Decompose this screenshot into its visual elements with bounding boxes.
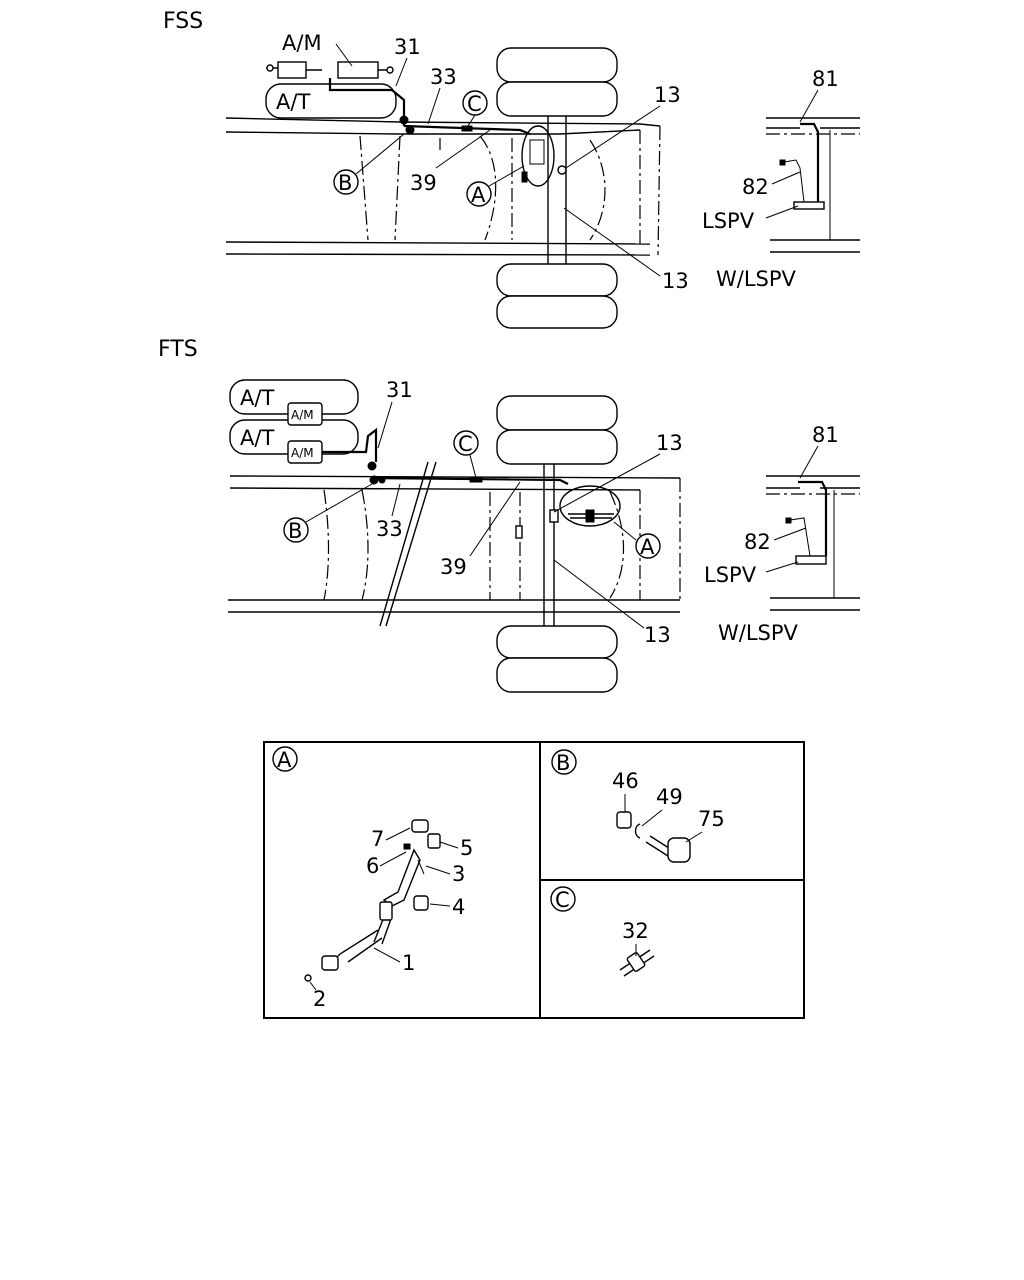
- fts-am-label-1: A/M: [291, 408, 314, 422]
- detail-a-part-4: 4: [452, 895, 465, 919]
- detail-c: C 32: [550, 886, 655, 977]
- detail-b-ref: B: [556, 751, 570, 775]
- fss-callout-33: 33: [430, 65, 457, 89]
- fss-tank-label: A/T: [276, 90, 310, 114]
- fts-detail-a-area: [515, 485, 621, 539]
- fss-tank: A/T A/M: [265, 31, 397, 119]
- fts-lspv-inset: 81 82 LSPV W/LSPV: [704, 423, 860, 645]
- fss-title: FSS: [163, 9, 203, 34]
- fss-callout-39: 39: [410, 171, 437, 195]
- fss-callout-31: 31: [394, 35, 421, 59]
- fts-wheels: [496, 395, 618, 693]
- fss-ref-a: A: [471, 183, 486, 207]
- fts-inset-lspv: LSPV: [704, 563, 757, 587]
- detail-a-part-1: 1: [402, 951, 415, 975]
- detail-panels: A 7 6 5 3 4 1 2: [263, 741, 805, 1019]
- fts-callout-13-bottom: 13: [644, 623, 671, 647]
- fts-ref-c: C: [458, 432, 473, 456]
- fts-callout-31: 31: [386, 378, 413, 402]
- fss-ref-b: B: [338, 171, 352, 195]
- detail-c-ref: C: [555, 888, 570, 912]
- detail-a-part-5: 5: [460, 836, 473, 860]
- fts-tank-label-2: A/T: [240, 426, 274, 450]
- fts-inset-82: 82: [744, 530, 771, 554]
- detail-a-part-2: 2: [313, 987, 326, 1011]
- fts-ref-a: A: [640, 535, 655, 559]
- fts-callout-13-top: 13: [656, 431, 683, 455]
- fss-callouts: 31 33 39 13 13 C B A: [333, 35, 689, 293]
- detail-a-ref: A: [277, 748, 292, 772]
- fts-section: FTS A/T A/T A/M: [158, 337, 860, 693]
- fss-am-label: A/M: [282, 31, 322, 55]
- detail-a-part-7: 7: [371, 827, 384, 851]
- fts-tanks: A/T A/T A/M A/M: [229, 379, 359, 464]
- fss-inset-82: 82: [742, 175, 769, 199]
- fts-am-label-2: A/M: [291, 446, 314, 460]
- fts-title: FTS: [158, 337, 198, 362]
- fss-callout-13-bottom: 13: [662, 269, 689, 293]
- detail-a-part-3: 3: [452, 862, 465, 886]
- fss-inset-81: 81: [812, 67, 839, 91]
- detail-b-part-46: 46: [612, 769, 639, 793]
- fts-callout-33: 33: [376, 517, 403, 541]
- detail-a-part-6: 6: [366, 854, 379, 878]
- fss-pipe: [328, 78, 531, 136]
- detail-c-part-32: 32: [622, 919, 649, 943]
- fss-inset-caption: W/LSPV: [716, 267, 797, 291]
- detail-a: A 7 6 5 3 4 1 2: [272, 746, 473, 1011]
- fts-inset-81: 81: [812, 423, 839, 447]
- fts-tank-label-1: A/T: [240, 386, 274, 410]
- fts-pipe: [322, 427, 569, 485]
- fss-frame: [225, 117, 661, 256]
- fss-wheels: [496, 47, 618, 329]
- fts-frame: [228, 461, 681, 627]
- fss-inset-lspv: LSPV: [702, 209, 755, 233]
- fss-ref-c: C: [467, 92, 482, 116]
- detail-b-part-49: 49: [656, 785, 683, 809]
- fss-section: FSS A/T: [163, 9, 860, 329]
- fss-callout-13-top: 13: [654, 83, 681, 107]
- fts-callout-39: 39: [440, 555, 467, 579]
- detail-b: B 46 49 75: [551, 749, 725, 863]
- fts-inset-caption: W/LSPV: [718, 621, 799, 645]
- fss-lspv-inset: 81 82 LSPV W/LSPV: [702, 67, 860, 291]
- detail-b-part-75: 75: [698, 807, 725, 831]
- fts-callouts: 31 33 39 13 13 C B A: [283, 378, 683, 647]
- fss-detail-a-area: [521, 125, 567, 200]
- fts-ref-b: B: [288, 519, 302, 543]
